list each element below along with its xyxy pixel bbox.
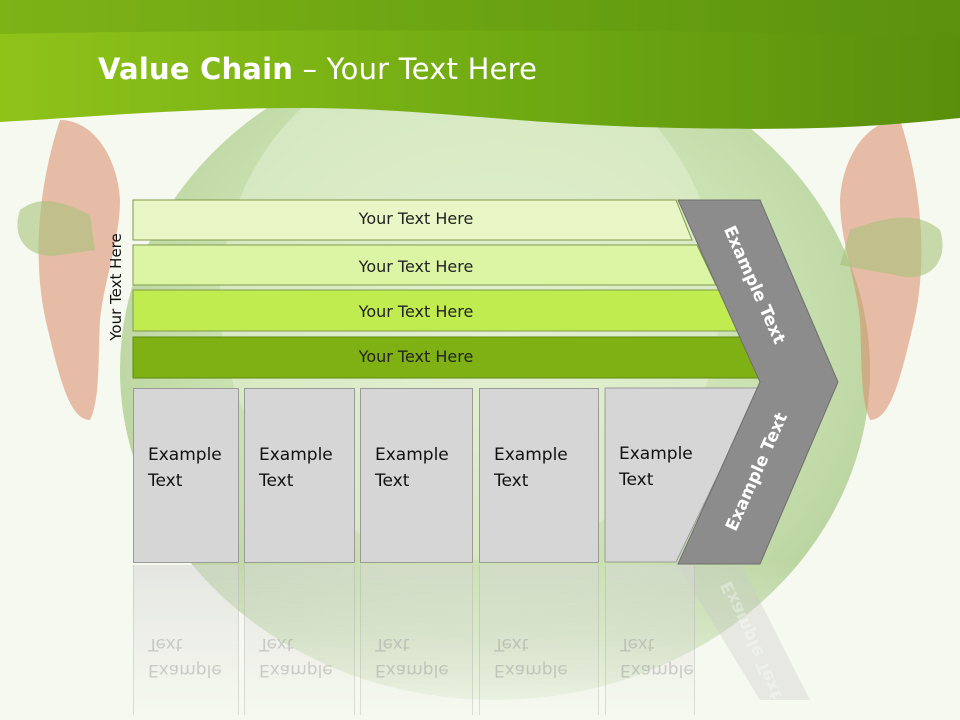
box-4: Example Text	[479, 388, 599, 563]
box-2: Example Text	[244, 388, 355, 563]
box-1: Example Text	[133, 388, 239, 563]
row-label-4: Your Text Here	[358, 347, 474, 366]
title-rest-part: – Your Text Here	[293, 52, 538, 86]
row-bar-1	[132, 199, 693, 241]
box-2-label: Example Text	[259, 445, 333, 491]
box-1-reflection: Example Text	[133, 565, 239, 715]
box-2-reflection-label: Example Text	[259, 634, 333, 680]
row-label-2: Your Text Here	[358, 257, 474, 276]
box-2-reflection: Example Text	[244, 565, 355, 715]
box-5-label: Example Text	[619, 444, 693, 490]
box-3-reflection-label: Example Text	[375, 634, 449, 680]
box-4-label: Example Text	[494, 445, 568, 491]
box-5: Example Text	[605, 388, 693, 563]
box-4-reflection: Example Text	[479, 565, 599, 715]
chevron-arrow	[677, 199, 839, 565]
row-label-3: Your Text Here	[358, 302, 474, 321]
box-1-reflection-label: Example Text	[148, 634, 222, 680]
box-5-reflection: Example Text	[605, 565, 695, 715]
slide-title: Value Chain – Your Text Here	[98, 52, 537, 86]
row-label-1: Your Text Here	[358, 209, 474, 228]
box-1-label: Example Text	[148, 445, 222, 491]
box-5-reflection-label: Example Text	[620, 634, 694, 680]
box-3: Example Text	[360, 388, 473, 563]
box-3-label: Example Text	[375, 445, 449, 491]
chevron-reflection	[678, 566, 810, 700]
box-5-shape	[604, 387, 761, 563]
box-3-reflection: Example Text	[360, 565, 473, 715]
title-bold-part: Value Chain	[98, 52, 294, 86]
box-4-reflection-label: Example Text	[494, 634, 568, 680]
